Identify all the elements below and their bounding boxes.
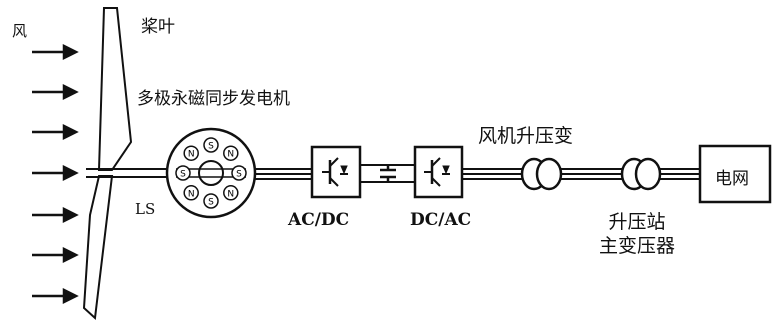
generator-label: 多极永磁同步发电机 xyxy=(137,89,290,109)
magnet-pole-label: N xyxy=(188,150,195,160)
magnet-pole-label: S xyxy=(236,170,242,180)
grid-box xyxy=(698,144,772,204)
magnet-pole-label: S xyxy=(208,198,214,208)
turbine-step-up-transformer xyxy=(520,157,563,191)
blade-label: 桨叶 xyxy=(141,17,175,37)
magnet-pole-label: N xyxy=(227,189,234,199)
acdc-label: AC/DC xyxy=(288,210,350,230)
booster-station-label-line1: 升压站 xyxy=(608,211,666,233)
magnet-pole-label: N xyxy=(227,150,234,160)
wind-arrow xyxy=(32,43,79,61)
wind-label: 风 xyxy=(12,22,28,40)
wind-arrow xyxy=(32,83,79,101)
magnet-pole-label: S xyxy=(208,142,214,152)
magnet-pole: S xyxy=(203,137,219,153)
magnet-pole: S xyxy=(231,165,247,181)
ac-dc-converter xyxy=(310,145,362,199)
dcac-label: DC/AC xyxy=(410,210,472,230)
magnet-pole-label: N xyxy=(188,189,195,199)
booster-station-label-line2: 主变压器 xyxy=(599,235,676,257)
wind-arrow xyxy=(32,164,79,182)
wind-arrow xyxy=(32,206,79,224)
dc-link-capacitor xyxy=(380,165,396,182)
wind-arrow xyxy=(32,287,79,305)
low-speed-shaft xyxy=(86,168,172,178)
ls-label: LS xyxy=(135,200,156,218)
magnet-pole: N xyxy=(223,145,239,161)
grid-label: 电网 xyxy=(715,169,749,189)
substation-main-transformer xyxy=(620,157,662,191)
wind-arrow xyxy=(32,246,79,264)
magnet-pole: S xyxy=(203,193,219,209)
magnet-pole: N xyxy=(183,185,199,201)
dc-ac-inverter xyxy=(413,145,464,199)
turbine-blade xyxy=(82,7,133,321)
wind-arrows xyxy=(32,43,79,305)
magnet-pole: S xyxy=(175,165,191,181)
wind-arrow xyxy=(32,123,79,141)
magnet-pole: N xyxy=(223,185,239,201)
booster-station-label: 升压站 主变压器 xyxy=(599,210,675,258)
magnet-pole: N xyxy=(183,145,199,161)
magnet-pole-label: S xyxy=(180,170,186,180)
turbine-transformer-label: 风机升压变 xyxy=(478,125,574,147)
